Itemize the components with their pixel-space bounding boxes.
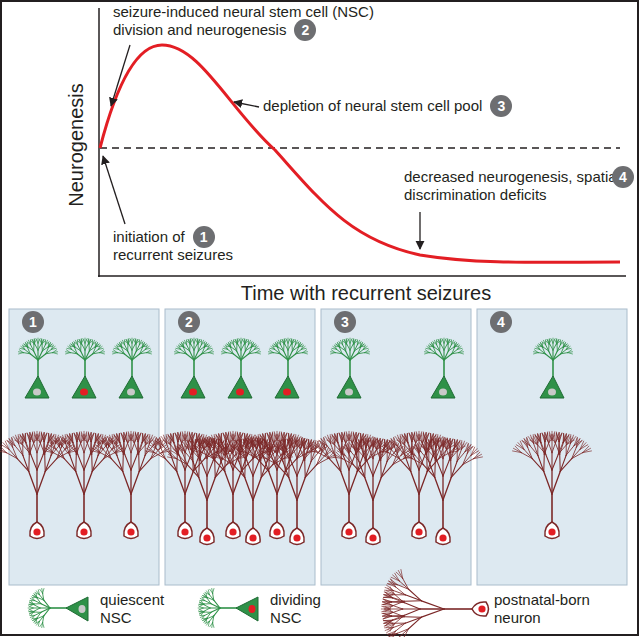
stage-panel xyxy=(477,309,627,585)
callout-number-text: 1 xyxy=(29,315,37,329)
axis-title: Time with recurrent seizures xyxy=(241,282,491,305)
quiescent-nsc xyxy=(533,338,572,398)
annotation-text: initiation of recurrent seizures xyxy=(113,228,248,264)
annotation-text: decreased neurogenesis, spatial discrimi… xyxy=(404,168,629,204)
quiescent-nsc xyxy=(112,338,151,398)
postnatal-neuron xyxy=(513,431,592,538)
callout-number-text: 1 xyxy=(200,230,208,244)
leader-arrow xyxy=(234,102,259,107)
callout-number: 3 xyxy=(334,311,356,333)
postnatal-neuron xyxy=(92,431,171,538)
postnatal-neuron xyxy=(0,431,76,538)
postnatal-neuron xyxy=(334,437,413,544)
leader-arrow xyxy=(419,212,420,249)
baseline-dashed xyxy=(100,147,620,148)
callout-number-text: 4 xyxy=(619,170,627,184)
annotation-text: depletion of neural stem cell pool xyxy=(263,97,482,115)
quiescent-nsc xyxy=(18,338,57,398)
callout-number: 1 xyxy=(193,226,215,248)
dividing-nsc xyxy=(221,338,260,398)
legend-text: quiescent NSC xyxy=(100,591,180,627)
legend-dividing-nsc xyxy=(198,588,258,627)
callout-number-text: 3 xyxy=(341,315,349,329)
postnatal-neuron xyxy=(45,431,124,538)
callout-number: 2 xyxy=(178,311,200,333)
legend-text: postnatal-born neuron xyxy=(494,591,614,627)
y-axis xyxy=(98,8,100,277)
postnatal-neuron xyxy=(404,437,483,544)
leader-arrow xyxy=(111,45,130,106)
axis-title: Neurogenesis xyxy=(65,83,88,206)
quiescent-nsc xyxy=(330,338,369,398)
callout-number-text: 2 xyxy=(302,23,310,37)
callout-number: 4 xyxy=(490,311,512,333)
legend-text: dividing NSC xyxy=(270,591,350,627)
dividing-nsc xyxy=(65,338,104,398)
callout-number-text: 4 xyxy=(497,315,505,329)
callout-number: 3 xyxy=(490,95,512,117)
quiescent-nsc xyxy=(424,338,463,398)
callout-number: 2 xyxy=(294,19,316,41)
legend-neuron xyxy=(381,570,488,637)
leader-arrow xyxy=(103,156,125,224)
callout-number-text: 2 xyxy=(185,315,193,329)
callout-number: 4 xyxy=(612,166,634,188)
callout-number-text: 3 xyxy=(497,99,505,113)
dividing-nsc xyxy=(174,338,213,398)
dividing-nsc xyxy=(268,338,307,398)
legend-quiescent-nsc xyxy=(28,588,88,627)
callout-number: 1 xyxy=(22,311,44,333)
x-axis xyxy=(98,275,626,277)
annotation-text: seizure-induced neural stem cell (NSC) d… xyxy=(113,3,403,39)
stage-panel xyxy=(9,309,159,585)
